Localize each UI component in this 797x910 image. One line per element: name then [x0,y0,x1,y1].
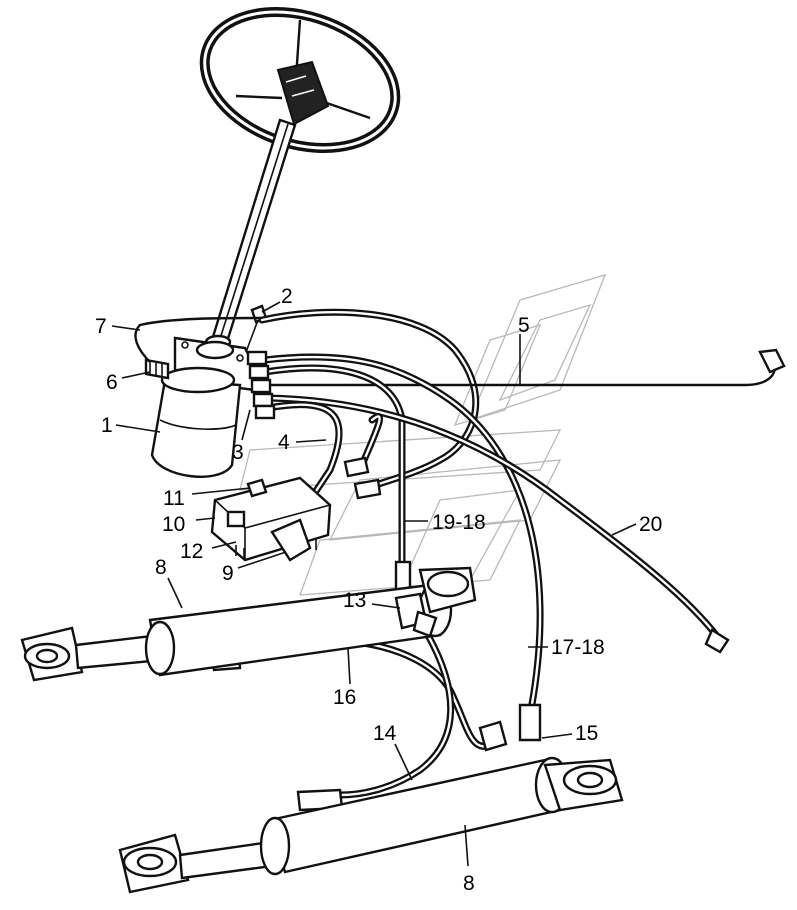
tee-fitting-13 [394,592,438,638]
callout-7: 7 [95,315,107,338]
bolt [245,304,268,353]
callout-8-lower: 8 [463,872,475,895]
pipe-7 [134,316,263,363]
callout-2: 2 [281,285,293,308]
leader-lines [111,301,637,867]
callout-19-18: 19-18 [432,511,486,534]
callout-4: 4 [278,431,290,454]
cylinder-lower [118,756,624,894]
callouts: 1 2 3 4 5 6 7 8 8 9 10 11 12 13 14 15 16… [95,285,662,895]
callout-20: 20 [639,513,662,536]
fitting-6 [144,358,170,380]
callout-9: 9 [222,562,234,585]
callout-10: 10 [162,513,185,536]
callout-13: 13 [343,589,366,612]
hose-fittings [208,348,786,812]
callout-15: 15 [575,722,598,745]
callout-16: 16 [333,686,356,709]
steering-wheel [199,7,401,153]
callout-14: 14 [373,722,397,745]
valve-block [210,476,332,562]
hoses [256,308,776,799]
callout-3: 3 [232,441,244,464]
cylinder-upper [20,566,477,682]
callout-17-18: 17-18 [551,636,605,659]
callout-6: 6 [106,371,118,394]
callout-5: 5 [518,314,530,337]
callout-12: 12 [180,540,203,563]
steering-unit [150,336,262,478]
callout-8-upper: 8 [155,556,167,579]
callout-11: 11 [163,487,185,510]
callout-1: 1 [101,414,113,437]
